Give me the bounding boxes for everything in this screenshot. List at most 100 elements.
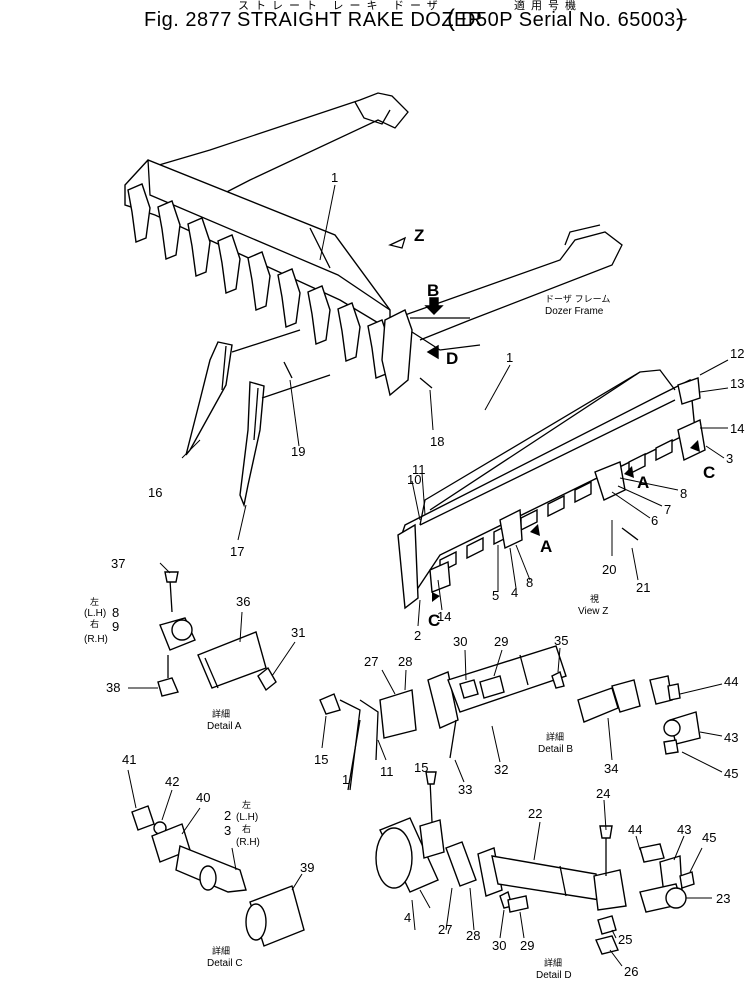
frame-slot [547, 494, 565, 518]
callout-21: 21 [636, 580, 650, 595]
callout-29-detail-b: 29 [494, 634, 508, 649]
callout-27-detail-d: 27 [438, 922, 452, 937]
callout-45-detail-b: 45 [724, 766, 738, 781]
callout-41: 41 [122, 752, 136, 767]
callout-4-viewz: 4 [511, 585, 518, 600]
callout-44-detail-b: 44 [724, 674, 738, 689]
detail-a-label: Detail A [207, 721, 242, 732]
callout-28-detail-d: 28 [466, 928, 480, 943]
callout-14-right: 14 [730, 421, 744, 436]
serial-close-paren: ) [676, 5, 685, 32]
callout-35: 35 [554, 633, 568, 648]
callout-29-detail-d: 29 [520, 938, 534, 953]
callout-43-detail-d: 43 [677, 822, 691, 837]
serial-number: D50P Serial No. 65003~ [461, 9, 688, 31]
lh-jp-c: 左 [242, 799, 251, 811]
a-arrow-label-right: A [637, 473, 649, 492]
rake-tine [247, 251, 271, 311]
rake-tine [127, 183, 151, 243]
detail-c-jp: 詳細 [212, 945, 230, 957]
callout-15-detail-b: 15 [314, 752, 328, 767]
detail-b-label: Detail B [538, 744, 573, 755]
callout-39: 39 [300, 860, 314, 875]
callout-27-detail-b: 27 [364, 654, 378, 669]
rake-tines [127, 183, 391, 379]
callout-20: 20 [602, 562, 616, 577]
callout-5: 5 [492, 588, 499, 603]
callout-31: 31 [291, 625, 305, 640]
callout-8-left: 8 [526, 575, 533, 590]
rh-jp-a: 右 [90, 618, 99, 630]
callout-11-detail-b: 11 [380, 764, 394, 779]
callout-3-viewz: 3 [726, 451, 733, 466]
callout-38: 38 [106, 680, 120, 695]
z-view-arrow-label: Z [414, 226, 424, 245]
rake-tine [307, 285, 331, 345]
callout-18: 18 [430, 434, 444, 449]
callout-10: 10 [407, 472, 421, 487]
callout-42: 42 [165, 774, 179, 789]
detail-c-label: Detail C [207, 958, 243, 969]
callout-9: 9 [112, 619, 119, 634]
view-z-assembly [397, 359, 729, 627]
rake-tine [217, 234, 241, 294]
serial-open-paren: ( [447, 5, 456, 32]
callout-33: 33 [458, 782, 472, 797]
callout-25: 25 [618, 932, 632, 947]
callout-37: 37 [111, 556, 125, 571]
detail-b [319, 645, 723, 791]
detail-d-label: Detail D [536, 970, 572, 981]
callout-22: 22 [528, 806, 542, 821]
callout-11-viewz: 11 [412, 462, 426, 477]
callout-4-detail-d: 4 [404, 910, 411, 925]
detail-d-jp: 詳細 [544, 957, 562, 969]
callout-2-viewz: 2 [414, 628, 421, 643]
callout-26: 26 [624, 964, 638, 979]
dozer-frame-jp: ドーザ フレーム [545, 294, 610, 305]
callout-2-detail-c: 2 [224, 808, 231, 823]
callout-40: 40 [196, 790, 210, 805]
callout-28-detail-b: 28 [398, 654, 412, 669]
detail-a [128, 562, 296, 697]
title-jp: ストレート レーキ ドーザ [238, 0, 444, 12]
rake-tine [277, 268, 301, 328]
callout-34: 34 [604, 761, 618, 776]
frame-slot [655, 438, 673, 462]
callout-6: 6 [651, 513, 658, 528]
frame-slot [466, 536, 484, 560]
figure-number: Fig. 2877 [144, 9, 232, 31]
callout-13: 13 [730, 376, 744, 391]
callout-32: 32 [494, 762, 508, 777]
callout-8-right: 8 [680, 486, 687, 501]
detail-a-jp: 詳細 [212, 708, 230, 720]
lh-label-c: (L.H) [236, 812, 258, 823]
view-z-jp: 視 [590, 593, 599, 605]
callout-30-detail-d: 30 [492, 938, 506, 953]
callout-45-detail-d: 45 [702, 830, 716, 845]
view-z-label: View Z [578, 606, 608, 617]
callout-36: 36 [236, 594, 250, 609]
callout-16: 16 [148, 485, 162, 500]
d-arrow-label: D [446, 349, 458, 368]
rh-label-a: (R.H) [84, 634, 108, 645]
callout-14-left: 14 [437, 609, 451, 624]
callout-12: 12 [730, 346, 744, 361]
detail-d [375, 771, 712, 967]
rake-tine [187, 217, 211, 277]
detail-b-jp: 詳細 [546, 731, 564, 743]
frame-slot [574, 480, 592, 504]
callout-44-detail-d: 44 [628, 822, 642, 837]
detail-c [127, 769, 305, 947]
callout-7: 7 [664, 502, 671, 517]
figure-title: STRAIGHT RAKE DOZER [237, 9, 483, 31]
main-assembly [124, 92, 623, 541]
rake-tine [337, 302, 361, 362]
callout-23: 23 [716, 891, 730, 906]
callout-24: 24 [596, 786, 610, 801]
lh-jp-a: 左 [90, 596, 99, 608]
callout-30-detail-b: 30 [453, 634, 467, 649]
callout-1-viewz: 1 [506, 350, 513, 365]
lh-label-a: (L.H) [84, 608, 106, 619]
b-arrow-label: B [427, 281, 439, 300]
